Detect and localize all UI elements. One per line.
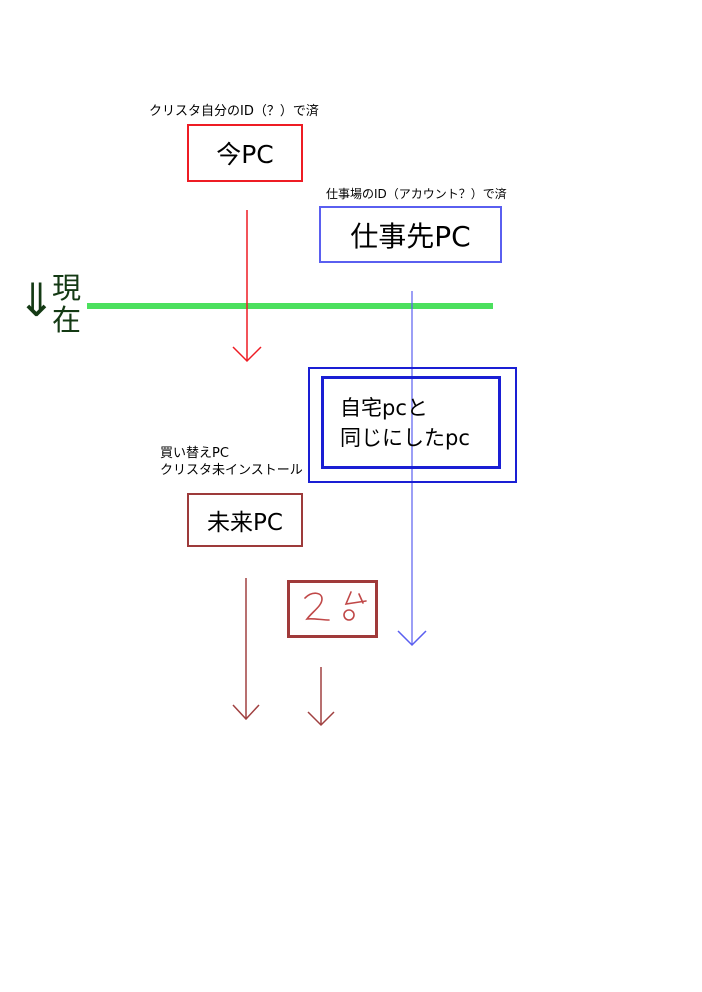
- work-pc-label: 仕事先PC: [350, 219, 471, 253]
- current-pc-arrow: [232, 210, 262, 363]
- work-pc-note: 仕事場のID（アカウント？）で済: [326, 187, 507, 201]
- home-same-pc-label-line2: 同じにしたpc: [340, 425, 470, 450]
- future-pc-box: 未来PC: [187, 493, 303, 547]
- home-same-pc-label-line1: 自宅pcと: [340, 395, 428, 420]
- now-label: 現在: [52, 271, 82, 337]
- current-pc-label: 今PC: [216, 140, 274, 169]
- future-pc-arrow: [232, 578, 260, 721]
- two-units-handwriting: [304, 591, 367, 621]
- current-pc-note: クリスタ自分のID（？）で済: [149, 104, 319, 119]
- two-units-label: 2台: [332, 609, 333, 610]
- home-same-pc-box: 自宅pcと 同じにしたpc: [321, 376, 501, 469]
- two-units-box: 2台: [287, 580, 378, 638]
- now-arrow-icon: ⇓: [17, 273, 56, 327]
- work-pc-box: 仕事先PC: [319, 206, 502, 263]
- two-units-arrow: [307, 667, 335, 727]
- future-pc-label: 未来PC: [207, 510, 283, 536]
- home-same-pc-outer-box: [308, 367, 517, 483]
- current-pc-box: 今PC: [187, 124, 303, 182]
- future-pc-note-line1: 買い替えPC: [160, 446, 229, 461]
- future-pc-note-line2: クリスタ未インストール: [160, 463, 303, 478]
